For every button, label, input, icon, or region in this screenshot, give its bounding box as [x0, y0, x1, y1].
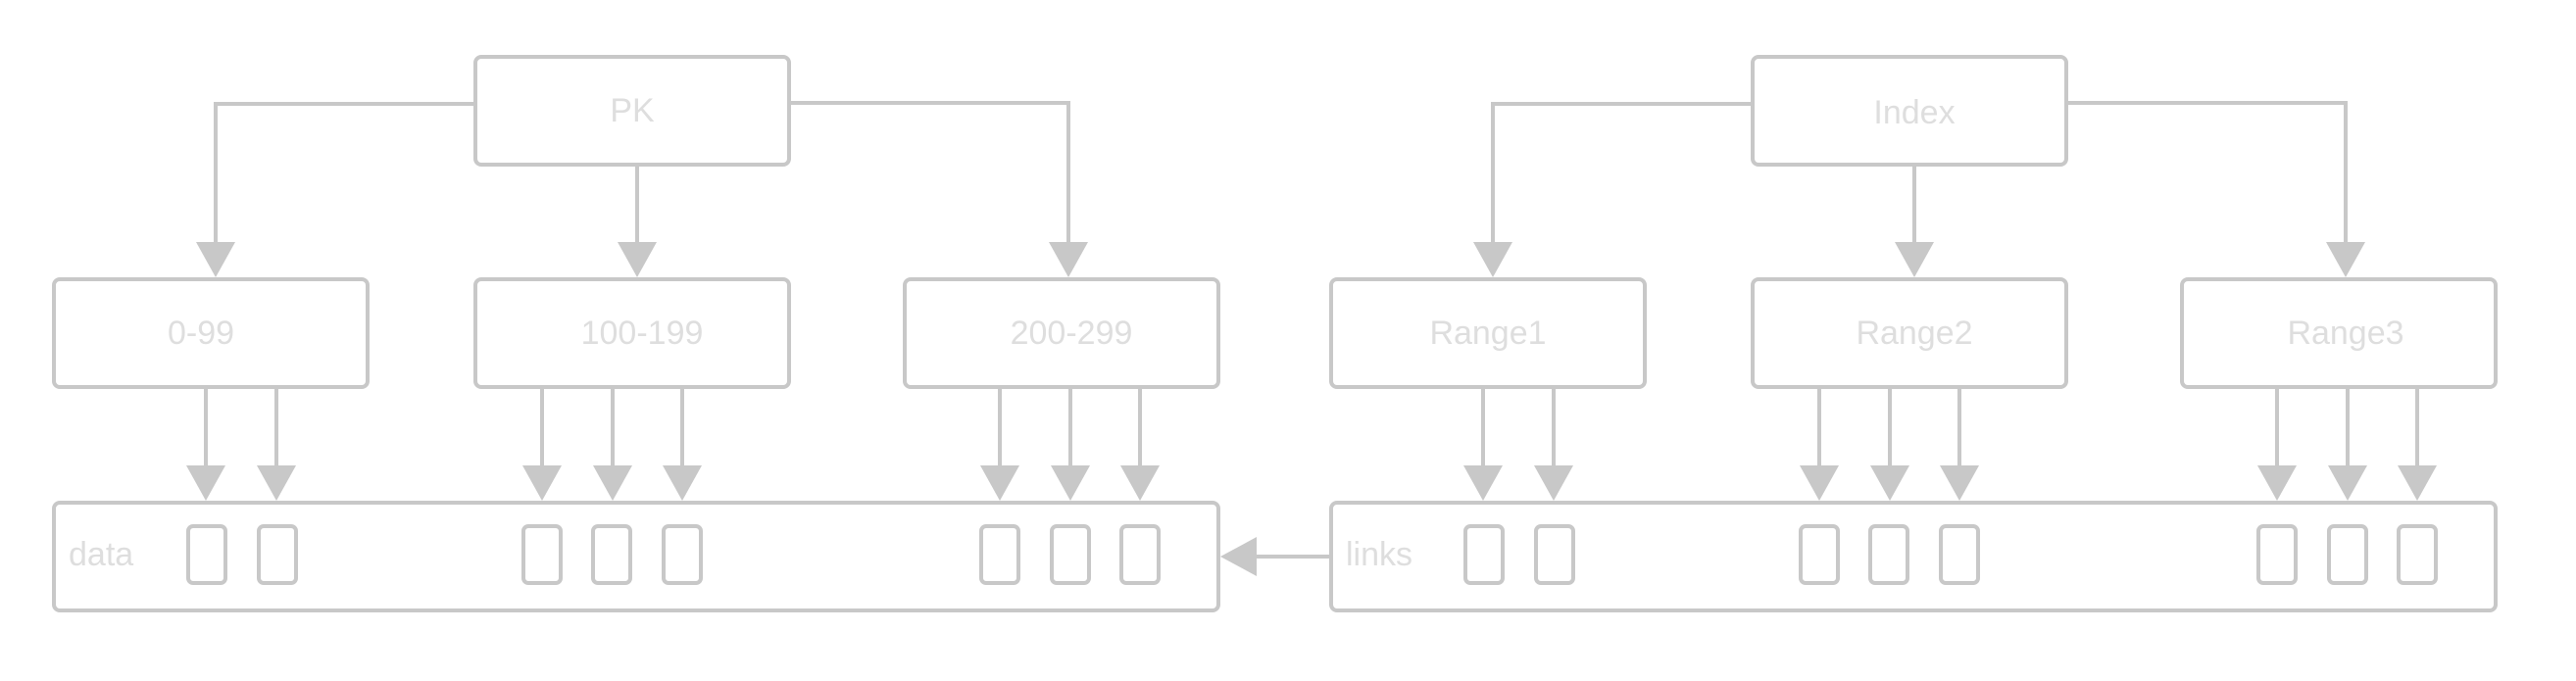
range-node-range3: Range3	[2180, 277, 2498, 389]
data-slot	[662, 524, 703, 585]
data-slot	[1050, 524, 1091, 585]
right-tree: Index Range1 Range2 Range3 links	[1329, 55, 2498, 612]
range-node-range1-label: Range1	[1429, 315, 1546, 352]
range-node-100-199-label: 100-199	[581, 315, 704, 352]
connector-index-to-range-1	[1491, 102, 1753, 243]
arrowhead-links-slot-8	[2398, 465, 2437, 501]
arrowhead-pk-range-1	[196, 242, 235, 277]
data-row-label: data	[69, 536, 133, 573]
range-node-range2-label: Range2	[1856, 315, 1972, 352]
arrowhead-links-to-data	[1220, 537, 1257, 576]
range-node-0-99-label: 0-99	[168, 315, 234, 352]
arrowhead-pk-range-3	[1049, 242, 1088, 277]
range-node-100-199: 100-199	[473, 277, 791, 389]
connector-pk-to-range-1	[214, 102, 475, 243]
index-node-label: Index	[1873, 94, 1955, 131]
left-tree: PK 0-99 100-199 200-299 data	[52, 55, 1220, 612]
arrowhead-data-slot-1	[186, 465, 225, 501]
index-node: Index	[1751, 55, 2068, 167]
data-slot	[257, 524, 298, 585]
links-slot	[1939, 524, 1980, 585]
arrowheads	[186, 242, 2437, 576]
data-slot	[1119, 524, 1161, 585]
arrowhead-pk-range-2	[618, 242, 657, 277]
links-row: links	[1329, 501, 2498, 612]
arrowhead-links-slot-7	[2328, 465, 2367, 501]
arrowhead-data-slot-7	[1051, 465, 1090, 501]
arrowhead-links-slot-4	[1870, 465, 1909, 501]
connector-pk-to-range-3	[789, 101, 1070, 243]
range-node-200-299-label: 200-299	[1011, 315, 1133, 352]
range-node-range1: Range1	[1329, 277, 1647, 389]
arrowhead-data-slot-5	[663, 465, 702, 501]
data-slot	[591, 524, 632, 585]
data-slot	[186, 524, 227, 585]
arrowhead-data-slot-4	[593, 465, 632, 501]
arrowhead-index-range-3	[2326, 242, 2365, 277]
links-slot	[1799, 524, 1840, 585]
links-slot	[2327, 524, 2368, 585]
links-slot	[1463, 524, 1505, 585]
links-slot	[1868, 524, 1909, 585]
arrowhead-index-range-1	[1473, 242, 1512, 277]
arrowhead-data-slot-3	[522, 465, 562, 501]
arrowhead-index-range-2	[1895, 242, 1934, 277]
arrowhead-links-slot-1	[1463, 465, 1503, 501]
arrowhead-links-slot-3	[1800, 465, 1839, 501]
links-slot	[2397, 524, 2438, 585]
data-slot	[979, 524, 1020, 585]
range-node-0-99: 0-99	[52, 277, 370, 389]
connectors	[204, 101, 2419, 559]
arrowhead-links-slot-2	[1534, 465, 1573, 501]
links-slot	[1534, 524, 1575, 585]
range-node-range3-label: Range3	[2287, 315, 2403, 352]
range-node-range2: Range2	[1751, 277, 2068, 389]
arrowhead-data-slot-8	[1120, 465, 1160, 501]
arrowhead-links-slot-6	[2257, 465, 2297, 501]
connector-index-to-range-3	[2066, 101, 2348, 243]
links-row-label: links	[1346, 536, 1412, 573]
data-row: data	[52, 501, 1220, 612]
arrowhead-data-slot-6	[980, 465, 1019, 501]
data-slot	[521, 524, 563, 585]
arrowhead-data-slot-2	[257, 465, 296, 501]
links-slot	[2256, 524, 2298, 585]
pk-node: PK	[473, 55, 791, 167]
arrowhead-links-slot-5	[1940, 465, 1979, 501]
range-node-200-299: 200-299	[903, 277, 1220, 389]
pk-node-label: PK	[610, 92, 655, 129]
